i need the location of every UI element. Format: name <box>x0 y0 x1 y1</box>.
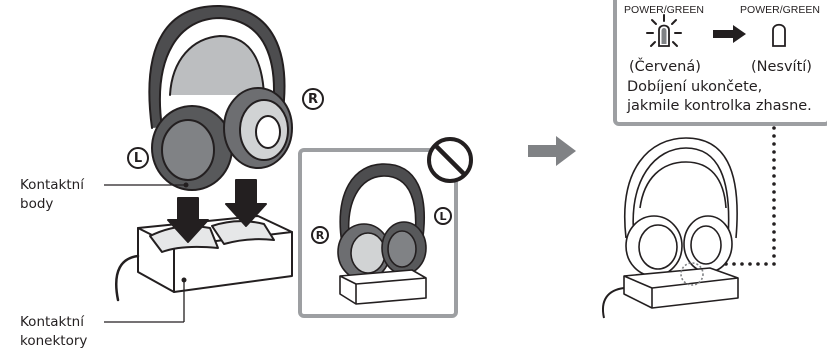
prohibited-icon <box>426 136 474 184</box>
note-line-2: jakmile kontrolka zhasne. <box>627 97 812 116</box>
leader-lines <box>0 0 200 330</box>
marker-right-reversed: R <box>311 226 329 244</box>
contact-points-label: Kontaktní body <box>20 176 84 214</box>
note-line-1: Dobíjení ukončete, <box>627 78 762 97</box>
contact-connectors-label: Kontaktní konektory <box>20 313 87 351</box>
led-blinking-icon <box>645 14 683 54</box>
indicator-panel: POWER/GREEN POWER/GREEN (Červená) (Nesví… <box>613 0 827 126</box>
arrow-right-icon <box>528 136 578 166</box>
marker-right: R <box>302 88 324 110</box>
led-off-icon <box>769 22 789 48</box>
marker-left-reversed: L <box>434 207 452 225</box>
state-2-color-label: (Nesvítí) <box>751 58 812 77</box>
arrow-right-icon <box>713 25 747 43</box>
state-2-power-label: POWER/GREEN <box>737 4 823 16</box>
charging-headphones-illustration <box>590 128 760 328</box>
state-1-color-label: (Červená) <box>629 58 701 77</box>
